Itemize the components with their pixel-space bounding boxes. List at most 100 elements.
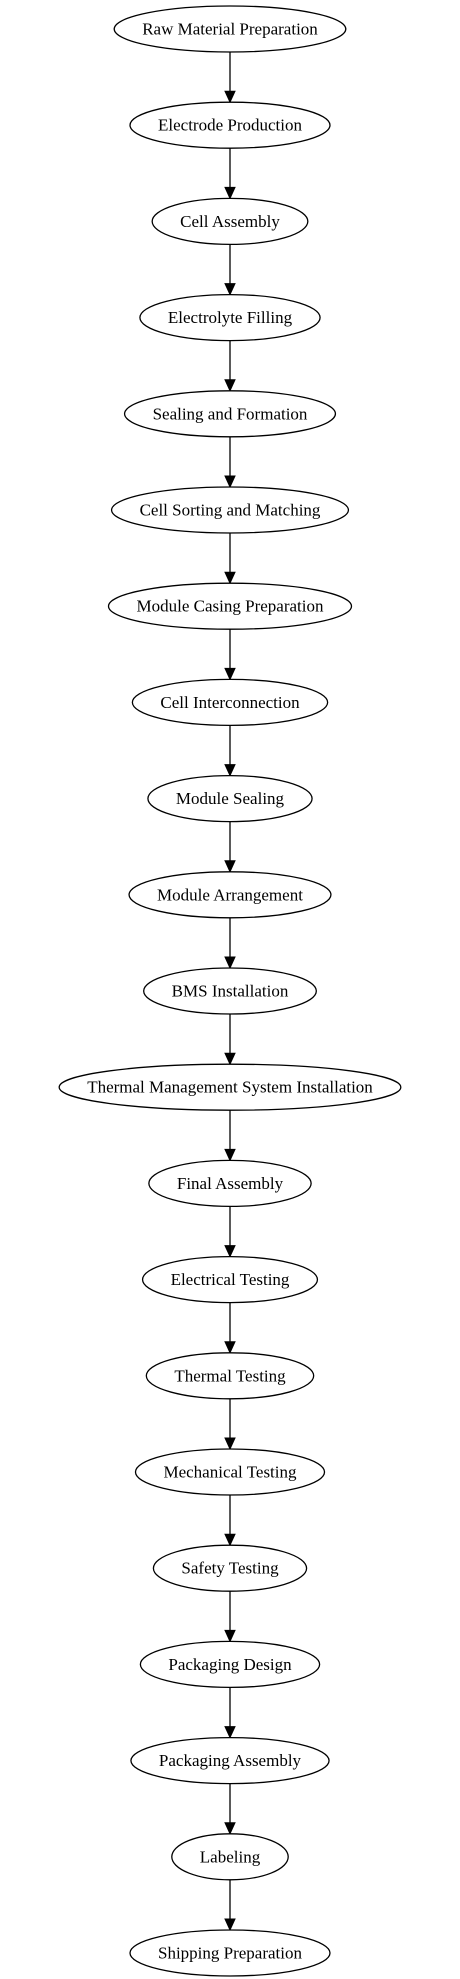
- node-label: Packaging Assembly: [159, 1751, 302, 1770]
- arrowhead-icon: [224, 283, 236, 296]
- node-ellipse: [139, 1640, 321, 1689]
- flow-edge: [224, 917, 236, 970]
- flow-edge: [224, 244, 236, 296]
- flow-node: Module Sealing: [147, 774, 313, 823]
- flow-node: Final Assembly: [148, 1159, 312, 1208]
- flow-node: Sealing and Formation: [123, 390, 337, 438]
- node-label: Final Assembly: [177, 1174, 284, 1193]
- arrowhead-icon: [224, 667, 236, 681]
- flow-node: Module Casing Preparation: [107, 582, 353, 630]
- flow-edge: [224, 1687, 236, 1739]
- node-label: Cell Sorting and Matching: [140, 501, 321, 520]
- flow-node: Packaging Assembly: [130, 1736, 330, 1785]
- flow-edge: [224, 1495, 236, 1547]
- arrowhead-icon: [224, 1341, 236, 1355]
- flow-node: Cell Assembly: [151, 197, 309, 246]
- node-ellipse: [58, 1063, 402, 1111]
- node-ellipse: [148, 1159, 312, 1208]
- flow-edge: [224, 52, 236, 104]
- arrowhead-icon: [224, 764, 236, 777]
- flow-node: Thermal Testing: [145, 1352, 315, 1400]
- flow-node: Module Arrangement: [128, 871, 332, 919]
- arrowhead-icon: [224, 379, 236, 393]
- node-ellipse: [131, 678, 329, 727]
- flow-node: Shipping Preparation: [129, 1929, 331, 1977]
- arrowhead-icon: [224, 186, 236, 200]
- node-label: Labeling: [200, 1847, 261, 1866]
- node-label: Module Sealing: [176, 789, 285, 808]
- flow-edge: [224, 821, 236, 874]
- node-ellipse: [128, 871, 332, 919]
- flow-edge: [224, 629, 236, 681]
- edges-layer: [224, 52, 236, 1932]
- arrowhead-icon: [224, 1822, 236, 1836]
- node-ellipse: [123, 390, 337, 438]
- node-ellipse: [139, 293, 321, 342]
- node-label: Module Casing Preparation: [137, 597, 324, 616]
- node-ellipse: [113, 5, 347, 53]
- node-label: Electrolyte Filling: [168, 308, 293, 327]
- flow-node: Cell Interconnection: [131, 678, 329, 727]
- node-ellipse: [171, 1833, 289, 1881]
- arrowhead-icon: [224, 1629, 236, 1643]
- arrowhead-icon: [224, 571, 236, 585]
- flow-node: Raw Material Preparation: [113, 5, 347, 53]
- node-label: Sealing and Formation: [153, 404, 308, 423]
- node-label: Electrical Testing: [171, 1270, 290, 1289]
- flow-node: Labeling: [171, 1833, 289, 1881]
- node-ellipse: [129, 1929, 331, 1977]
- node-label: Electrode Production: [158, 116, 302, 135]
- node-ellipse: [145, 1352, 315, 1400]
- node-ellipse: [107, 582, 353, 630]
- node-label: BMS Installation: [172, 982, 289, 1001]
- flow-node: Cell Sorting and Matching: [110, 486, 350, 534]
- arrowhead-icon: [224, 1437, 236, 1451]
- node-label: Thermal Management System Installation: [87, 1078, 373, 1097]
- arrowhead-icon: [224, 1052, 236, 1066]
- node-ellipse: [110, 486, 350, 534]
- node-ellipse: [143, 967, 317, 1015]
- flow-edge: [224, 1014, 236, 1066]
- node-ellipse: [151, 197, 309, 246]
- node-ellipse: [134, 1448, 326, 1496]
- node-label: Module Arrangement: [157, 885, 303, 904]
- arrowhead-icon: [224, 1148, 236, 1162]
- flow-node: Packaging Design: [139, 1640, 321, 1689]
- arrowhead-icon: [224, 1918, 236, 1932]
- arrowhead-icon: [224, 1245, 236, 1258]
- node-label: Raw Material Preparation: [142, 20, 318, 39]
- flow-edge: [224, 1591, 236, 1643]
- arrowhead-icon: [224, 90, 236, 104]
- node-label: Cell Assembly: [180, 212, 280, 231]
- node-ellipse: [130, 1736, 330, 1785]
- flow-edge: [224, 1879, 236, 1932]
- node-label: Thermal Testing: [174, 1366, 286, 1385]
- node-ellipse: [152, 1544, 308, 1592]
- node-label: Packaging Design: [168, 1655, 292, 1674]
- arrowhead-icon: [224, 860, 236, 874]
- arrowhead-icon: [224, 1533, 236, 1547]
- flow-edge: [224, 533, 236, 585]
- flow-edge: [224, 1783, 236, 1836]
- node-label: Shipping Preparation: [158, 1944, 303, 1963]
- flow-edge: [224, 1398, 236, 1451]
- flow-node: Mechanical Testing: [134, 1448, 326, 1496]
- flow-node: Thermal Management System Installation: [58, 1063, 402, 1111]
- node-ellipse: [147, 774, 313, 823]
- flow-edge: [224, 436, 236, 489]
- flow-edge: [224, 1206, 236, 1258]
- arrowhead-icon: [224, 475, 236, 489]
- arrowhead-icon: [224, 1726, 236, 1739]
- flow-edge: [224, 148, 236, 200]
- node-label: Cell Interconnection: [160, 693, 300, 712]
- flow-edge: [224, 725, 236, 777]
- flow-node: Electrolyte Filling: [139, 293, 321, 342]
- flow-edge: [224, 340, 236, 393]
- arrowhead-icon: [224, 956, 236, 970]
- node-label: Mechanical Testing: [163, 1463, 297, 1482]
- flow-node: Safety Testing: [152, 1544, 308, 1592]
- flow-edge: [224, 1110, 236, 1162]
- node-ellipse: [141, 1255, 319, 1304]
